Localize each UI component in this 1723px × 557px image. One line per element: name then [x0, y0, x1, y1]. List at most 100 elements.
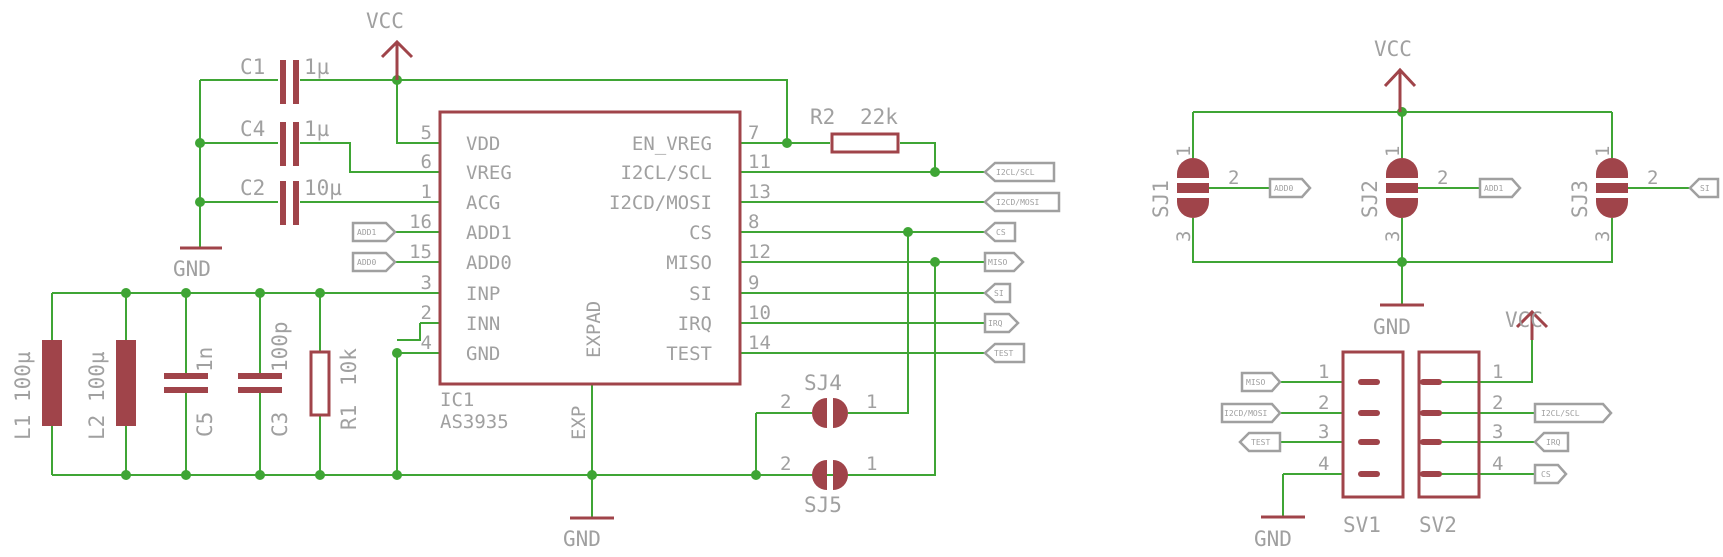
svg-text:I2CL/SCL: I2CL/SCL — [620, 162, 712, 184]
svg-text:22k: 22k — [860, 105, 898, 129]
gnd-symbol-sj: GND — [1373, 303, 1424, 339]
svg-text:EXPAD: EXPAD — [583, 301, 605, 358]
inductor-l1: L1 100µ — [11, 340, 62, 440]
svg-text:SJ5: SJ5 — [804, 493, 842, 517]
net-label-sv1-test: TEST — [1238, 431, 1282, 453]
net-label-miso: MISO — [983, 251, 1025, 273]
svg-text:IRQ: IRQ — [678, 313, 712, 335]
svg-text:C5: C5 — [193, 412, 217, 437]
gnd-symbol-ic: GND — [563, 516, 614, 551]
svg-text:100µ: 100µ — [11, 351, 35, 402]
svg-text:SJ1: SJ1 — [1149, 180, 1173, 218]
svg-text:1: 1 — [1592, 146, 1614, 157]
svg-text:100p: 100p — [268, 321, 292, 372]
svg-text:1: 1 — [866, 453, 877, 475]
svg-text:11: 11 — [748, 151, 771, 173]
net-label-sj2-add1: ADD1 — [1478, 177, 1522, 199]
svg-text:SV2: SV2 — [1419, 513, 1457, 537]
svg-text:IRQ: IRQ — [988, 319, 1003, 328]
net-label-add1: ADD1 — [351, 221, 397, 243]
svg-text:2: 2 — [421, 302, 432, 324]
capacitor-c2: C2 10µ — [240, 176, 342, 225]
net-label-si: SI — [983, 282, 1012, 304]
svg-text:TEST: TEST — [994, 349, 1013, 358]
svg-text:1: 1 — [866, 391, 877, 413]
svg-text:7: 7 — [748, 122, 759, 144]
svg-text:1: 1 — [1318, 361, 1329, 383]
svg-text:2: 2 — [1318, 392, 1329, 414]
net-label-irq: IRQ — [983, 312, 1020, 334]
svg-text:VDD: VDD — [466, 133, 500, 155]
net-label-sv2-cs: CS — [1533, 463, 1568, 485]
svg-text:CS: CS — [996, 228, 1006, 237]
svg-text:3: 3 — [1592, 231, 1614, 242]
svg-text:I2CL/SCL: I2CL/SCL — [996, 168, 1035, 177]
svg-text:6: 6 — [421, 151, 432, 173]
svg-text:ADD0: ADD0 — [1274, 184, 1293, 193]
svg-text:1µ: 1µ — [304, 117, 330, 141]
ic-left-pins: 5 6 1 16 15 3 2 4 VDD VREG ACG ADD1 ADD0… — [409, 122, 512, 365]
svg-text:8: 8 — [748, 211, 759, 233]
solder-jumper-sj3: SJ3 1 2 3 — [1568, 146, 1658, 242]
svg-text:R2: R2 — [810, 105, 835, 129]
svg-text:10k: 10k — [337, 348, 361, 386]
svg-text:C1: C1 — [240, 55, 265, 79]
capacitor-c4: C4 1µ — [240, 117, 330, 166]
svg-text:3: 3 — [1492, 421, 1503, 443]
svg-text:MISO: MISO — [1246, 378, 1265, 387]
solder-jumper-sj1: SJ1 1 2 3 — [1149, 146, 1239, 242]
svg-text:1: 1 — [1382, 146, 1404, 157]
capacitor-c5: C5 1n — [164, 347, 217, 437]
svg-text:SV1: SV1 — [1343, 513, 1381, 537]
svg-text:EN_VREG: EN_VREG — [632, 133, 712, 155]
svg-text:2: 2 — [1228, 167, 1239, 189]
net-label-sj3-si: SI — [1688, 177, 1720, 199]
svg-text:SI: SI — [1700, 184, 1710, 193]
svg-text:9: 9 — [748, 272, 759, 294]
svg-text:MISO: MISO — [666, 252, 712, 274]
svg-text:4: 4 — [421, 332, 432, 354]
svg-text:C3: C3 — [268, 412, 292, 437]
svg-text:13: 13 — [748, 181, 771, 203]
ic1-as3935: 5 6 1 16 15 3 2 4 VDD VREG ACG ADD1 ADD0… — [409, 110, 771, 440]
resistor-r1: R1 10k — [309, 348, 361, 430]
svg-text:GND: GND — [563, 527, 601, 551]
solder-jumper-sj4: SJ4 2 1 — [780, 371, 877, 428]
svg-text:R1: R1 — [337, 405, 361, 430]
net-label-i2cl: I2CL/SCL — [983, 161, 1056, 183]
solder-jumper-sj2: SJ2 1 2 3 — [1358, 146, 1448, 242]
svg-text:I2CD/MOSI: I2CD/MOSI — [996, 198, 1040, 207]
svg-text:TEST: TEST — [1251, 438, 1270, 447]
svg-text:VCC: VCC — [1505, 308, 1543, 332]
svg-text:GND: GND — [173, 257, 211, 281]
svg-text:SJ4: SJ4 — [804, 371, 842, 395]
svg-text:100µ: 100µ — [85, 351, 109, 402]
svg-text:2: 2 — [1492, 392, 1503, 414]
header-sv1: 1 2 3 4 SV1 — [1318, 350, 1405, 537]
svg-text:10µ: 10µ — [304, 176, 342, 200]
svg-text:4: 4 — [1492, 453, 1503, 475]
svg-text:ADD0: ADD0 — [466, 252, 512, 274]
svg-text:L2: L2 — [85, 415, 109, 440]
svg-text:ADD1: ADD1 — [466, 222, 512, 244]
svg-text:5: 5 — [421, 122, 432, 144]
vcc-symbol-sj: VCC — [1374, 37, 1417, 112]
svg-text:VREG: VREG — [466, 162, 512, 184]
capacitor-c3: C3 100p — [238, 321, 292, 437]
svg-text:10: 10 — [748, 302, 771, 324]
header-sv2: 1 2 3 4 SV2 — [1417, 350, 1503, 537]
svg-text:1: 1 — [421, 181, 432, 203]
vcc-symbol-main: VCC — [366, 9, 414, 80]
svg-text:AS3935: AS3935 — [440, 411, 509, 433]
solder-jumper-sj5: SJ5 2 1 — [780, 453, 877, 517]
capacitor-c1: C1 1µ — [240, 55, 330, 104]
net-label-sv1-miso: MISO — [1240, 371, 1282, 393]
svg-text:15: 15 — [409, 241, 432, 263]
resistor-r2: R2 22k — [810, 105, 900, 154]
svg-text:INN: INN — [466, 313, 500, 335]
net-label-sv1-i2cd: I2CD/MOSI — [1220, 402, 1282, 424]
svg-text:I2CD/MOSI: I2CD/MOSI — [1224, 409, 1268, 418]
svg-text:C2: C2 — [240, 176, 265, 200]
svg-text:TEST: TEST — [666, 343, 712, 365]
